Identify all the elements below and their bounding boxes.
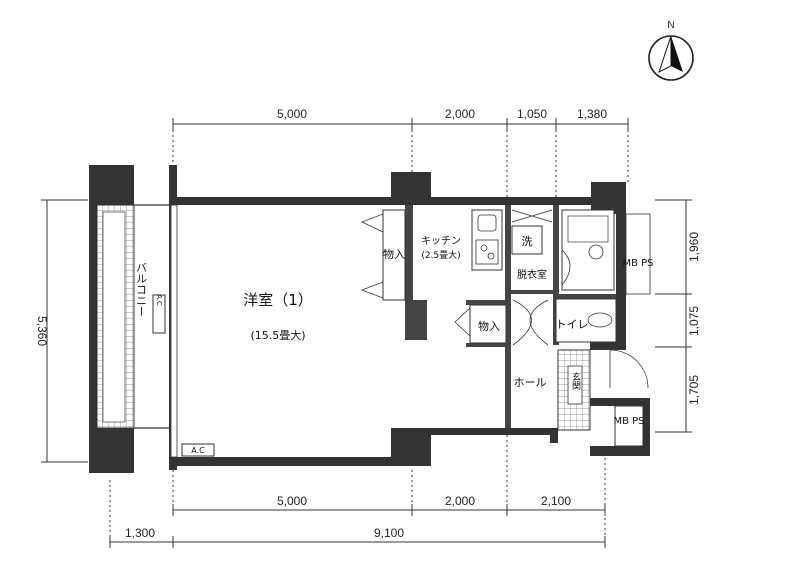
closet-1-label: 物入 [383, 247, 405, 261]
right-dim-3: 1,705 [687, 375, 701, 405]
kitchen: キッチン (2.5畳大) [421, 209, 503, 271]
north-label: N [667, 20, 674, 31]
closet-2: 物入 [454, 304, 507, 344]
dressing-room: 洗 脱衣室 [511, 209, 553, 346]
entrance: 玄関 [557, 349, 649, 431]
kitchen-label: キッチン [421, 235, 461, 247]
western-room-size: (15.5畳大) [250, 328, 305, 342]
north-compass-icon: N [648, 20, 694, 81]
ac-unit-balcony: A.C [155, 294, 163, 306]
right-dim-1: 1,960 [687, 232, 701, 262]
ac-unit-room-label: A.C [191, 446, 205, 455]
bathroom [561, 209, 615, 291]
interior-walls [405, 205, 616, 428]
kitchen-size: (2.5畳大) [421, 249, 460, 261]
mbps-top-label: MB PS [622, 258, 653, 269]
washer-label: 洗 [522, 235, 533, 248]
mbps-bottom: MB PS [613, 405, 645, 447]
toilet: トイレ [555, 298, 617, 343]
ac-unit-room [181, 443, 215, 457]
right-dimension-line [655, 199, 692, 433]
dressing-room-label: 脱衣室 [517, 268, 547, 281]
top-dim-3: 1,050 [517, 107, 547, 121]
west-window [170, 204, 178, 458]
western-room-label: 洋室（1） [243, 291, 313, 309]
bottom-dim-4: 1,300 [125, 526, 155, 540]
left-dimension-line [41, 199, 88, 463]
bottom-dim-2: 2,000 [445, 494, 475, 508]
top-dim-1: 5,000 [277, 107, 307, 121]
bottom-dim-5: 9,100 [374, 526, 404, 540]
top-dimension-line [172, 118, 629, 205]
closet-1: 物入 [360, 209, 406, 301]
bottom-dim-1: 5,000 [277, 494, 307, 508]
mbps-top: MB PS [622, 213, 654, 295]
entrance-label: 玄関 [570, 371, 581, 391]
top-dim-2: 2,000 [445, 107, 475, 121]
mbps-bottom-label: MB PS [613, 416, 644, 427]
left-dim: 5,360 [35, 316, 49, 346]
top-dim-4: 1,380 [577, 107, 607, 121]
hall-label: ホール [514, 376, 547, 389]
balcony: A.C バルコニー [89, 165, 172, 473]
balcony-label: バルコニー [135, 262, 148, 317]
toilet-label: トイレ [556, 318, 589, 331]
right-dim-2: 1,075 [687, 306, 701, 336]
bottom-dimension-lines [109, 430, 606, 548]
closet-2-label: 物入 [478, 319, 500, 333]
bottom-dim-3: 2,100 [541, 494, 571, 508]
